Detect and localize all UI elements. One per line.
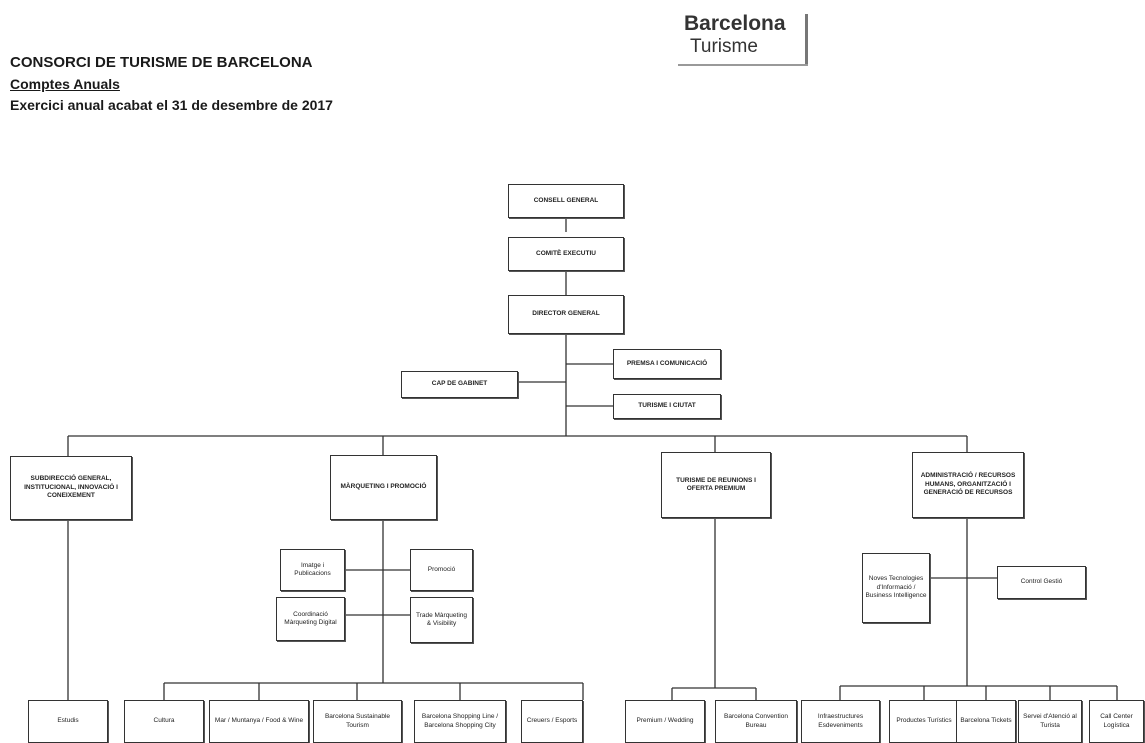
box-cap-gabinet: CAP DE GABINET: [401, 371, 518, 398]
box-call-center: Call Center Logística: [1089, 700, 1144, 743]
document-period: Exercici anual acabat el 31 de desembre …: [10, 97, 333, 113]
box-coordinacio-marqueting-digital: Coordinació Màrqueting Digital: [276, 597, 345, 641]
box-imatge-publicacions: Imatge i Publicacions: [280, 549, 345, 591]
box-convention-bureau: Barcelona Convention Bureau: [715, 700, 797, 743]
box-trade-marqueting: Trade Màrqueting & Visibility: [410, 597, 473, 643]
box-consell-general: CONSELL GENERAL: [508, 184, 624, 218]
box-barcelona-tickets: Barcelona Tickets: [956, 700, 1016, 743]
logo-bar-right: [805, 14, 808, 66]
box-estudis: Estudis: [28, 700, 108, 743]
box-control-gestio: Control Gestió: [997, 566, 1086, 599]
box-comite-executiu: COMITÈ EXECUTIU: [508, 237, 624, 271]
box-productes-turistics: Productes Turístics: [889, 700, 959, 743]
box-administracio: ADMINISTRACIÓ / RECURSOS HUMANS, ORGANIT…: [912, 452, 1024, 518]
barcelona-turisme-logo: Barcelona Turisme: [678, 10, 808, 66]
box-servei-atencio: Servei d'Atenció al Turista: [1018, 700, 1082, 743]
box-premium-wedding: Premium / Wedding: [625, 700, 705, 743]
box-director-general: DIRECTOR GENERAL: [508, 295, 624, 334]
box-sustainable-tourism: Barcelona Sustainable Tourism: [313, 700, 402, 743]
box-marqueting-promocio: MÀRQUETING I PROMOCIÓ: [330, 455, 437, 520]
box-mar-muntanya: Mar / Muntanya / Food & Wine: [209, 700, 309, 743]
box-promocio: Promoció: [410, 549, 473, 591]
document-title: CONSORCI DE TURISME DE BARCELONA: [10, 54, 313, 71]
logo-bar-bottom: [678, 64, 808, 66]
box-premsa-comunicacio: PREMSA I COMUNICACIÓ: [613, 349, 721, 379]
logo-line1: Barcelona: [684, 12, 786, 35]
logo-line2: Turisme: [690, 36, 758, 57]
box-noves-tecnologies: Noves Tecnologies d'Informació / Busines…: [862, 553, 930, 623]
box-infraestructures: Infraestructures Esdeveniments: [801, 700, 880, 743]
box-creuers-esports: Creuers / Esports: [521, 700, 583, 743]
box-subdireccio-general: SUBDIRECCIÓ GENERAL, INSTITUCIONAL, INNO…: [10, 456, 132, 520]
box-cultura: Cultura: [124, 700, 204, 743]
box-turisme-reunions: TURISME DE REUNIONS I OFERTA PREMIUM: [661, 452, 771, 518]
document-subtitle: Comptes Anuals: [10, 76, 120, 92]
box-shopping-line: Barcelona Shopping Line / Barcelona Shop…: [414, 700, 506, 743]
box-turisme-ciutat: TURISME I CIUTAT: [613, 394, 721, 419]
